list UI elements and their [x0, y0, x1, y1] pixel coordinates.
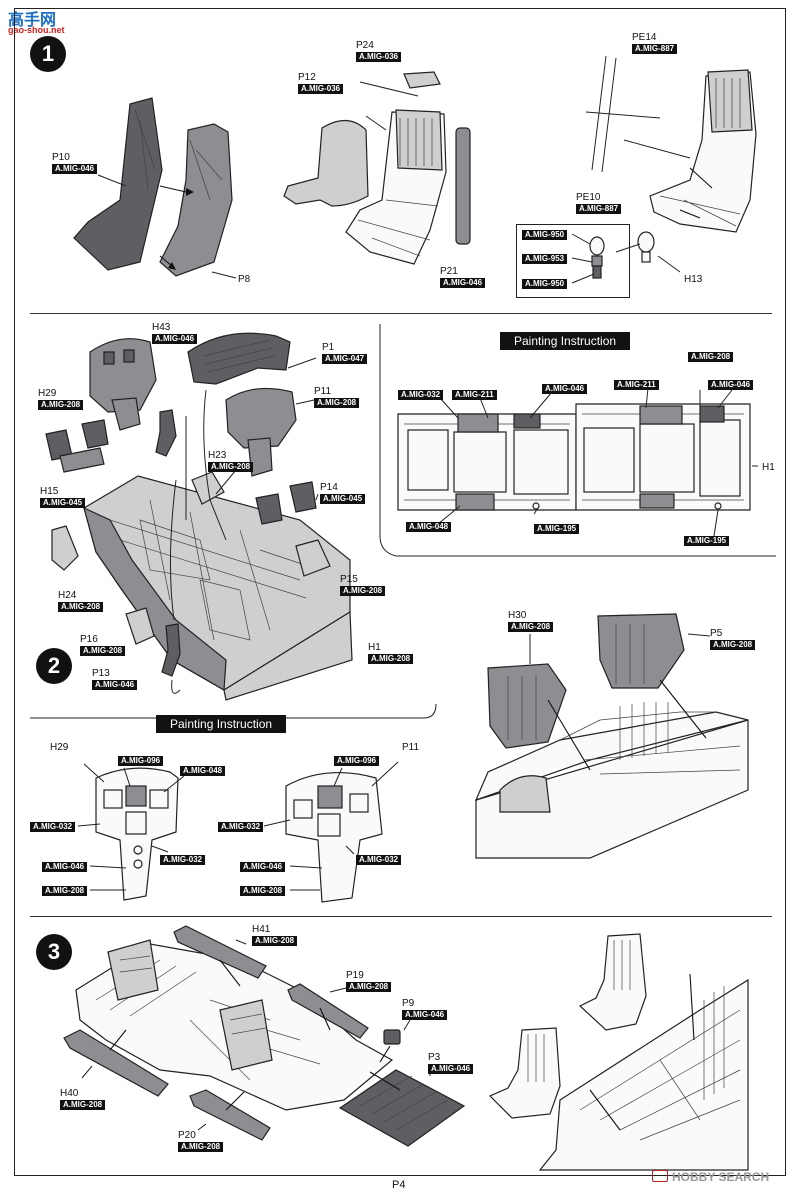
legend-code-1: A.MIG-950	[522, 230, 568, 240]
painting-top-part-label: H1	[762, 462, 775, 473]
label-p14: P14 A.MIG-045	[320, 482, 366, 504]
divider-step1	[30, 313, 772, 314]
label-p12: P12 A.MIG-036	[298, 72, 344, 94]
label-p24: P24 A.MIG-036	[356, 40, 402, 62]
label-p3: P3 A.MIG-046	[428, 1052, 474, 1074]
label-h24: H24 A.MIG-208	[58, 590, 104, 612]
label-p19: P19 A.MIG-208	[346, 970, 392, 992]
ph29-code-6: A.MIG-208	[42, 886, 88, 896]
label-h41: H41 A.MIG-208	[252, 924, 298, 946]
label-pe14: PE14 A.MIG-887	[632, 32, 678, 54]
label-p8: P8	[238, 274, 251, 285]
pt-code-2: A.MIG-211	[452, 390, 497, 400]
label-h30: H30 A.MIG-208	[508, 610, 554, 632]
hobby-search-logo-icon	[652, 1170, 668, 1182]
ph29-code-3: A.MIG-032	[30, 822, 76, 832]
label-h1: H1 A.MIG-208	[368, 642, 414, 664]
step-1-badge: 1	[30, 36, 66, 72]
instruction-frame	[14, 8, 786, 1176]
site-watermark-url: gao-shou.net	[8, 25, 65, 35]
label-h15: H15 A.MIG-045	[40, 486, 86, 508]
legend-code-2: A.MIG-953	[522, 254, 568, 264]
ph29-code-4: A.MIG-032	[160, 855, 206, 865]
pt-code-6: A.MIG-046	[708, 380, 754, 390]
label-h40: H40 A.MIG-208	[60, 1088, 106, 1110]
step-2-badge: 2	[36, 648, 72, 684]
step-3-badge: 3	[36, 934, 72, 970]
site-watermark-title: 高手网	[8, 12, 57, 29]
label-h13: H13	[684, 274, 703, 285]
pt-code-7: A.MIG-048	[406, 522, 452, 532]
ph29-code-5: A.MIG-046	[42, 862, 88, 872]
label-p1: P1 A.MIG-047	[322, 342, 368, 364]
pt-code-1: A.MIG-032	[398, 390, 444, 400]
pp11-code-4: A.MIG-046	[240, 862, 286, 872]
pt-code-8: A.MIG-195	[534, 524, 580, 534]
label-p21: P21 A.MIG-046	[440, 266, 486, 288]
label-pe10: PE10 A.MIG-887	[576, 192, 622, 214]
label-p9: P9 A.MIG-046	[402, 998, 448, 1020]
painting-instruction-title-bottom: Painting Instruction	[156, 715, 287, 733]
painting-h29-label: H29	[50, 742, 69, 753]
handle-paint-legend	[516, 224, 630, 298]
pt-code-4: A.MIG-211	[614, 380, 659, 390]
pp11-code-2: A.MIG-032	[218, 822, 264, 832]
pt-code-3: A.MIG-046	[542, 384, 588, 394]
label-p15: P15 A.MIG-208	[340, 574, 386, 596]
hobby-search-text: HOBBY SEARCH	[672, 1170, 770, 1184]
pp11-code-5: A.MIG-208	[240, 886, 286, 896]
painting-p11-label: P11	[402, 742, 420, 753]
label-p16: P16 A.MIG-208	[80, 634, 126, 656]
label-p20: P20 A.MIG-208	[178, 1130, 224, 1152]
pt-code-9: A.MIG-195	[684, 536, 730, 546]
pp11-code-1: A.MIG-096	[334, 756, 380, 766]
ph29-code-2: A.MIG-048	[180, 766, 226, 776]
label-h23: H23 A.MIG-208	[208, 450, 254, 472]
painting-instruction-title-top: Painting Instruction	[500, 332, 631, 350]
label-p13: P13 A.MIG-046	[92, 668, 138, 690]
pt-code-5: A.MIG-208	[688, 352, 734, 362]
divider-step3	[30, 916, 772, 917]
site-watermark: 高手网	[8, 6, 56, 30]
pp11-code-3: A.MIG-032	[356, 855, 402, 865]
ph29-code-1: A.MIG-096	[118, 756, 164, 766]
label-h29: H29 A.MIG-208	[38, 388, 84, 410]
page-number: P4	[392, 1179, 406, 1191]
hobby-search-watermark: HOBBY SEARCH	[652, 1170, 769, 1184]
legend-code-3: A.MIG-950	[522, 279, 568, 289]
label-h43: H43 A.MIG-046	[152, 322, 198, 344]
label-p5: P5 A.MIG-208	[710, 628, 756, 650]
label-p10: P10 A.MIG-046	[52, 152, 98, 174]
label-p11: P11 A.MIG-208	[314, 386, 360, 408]
